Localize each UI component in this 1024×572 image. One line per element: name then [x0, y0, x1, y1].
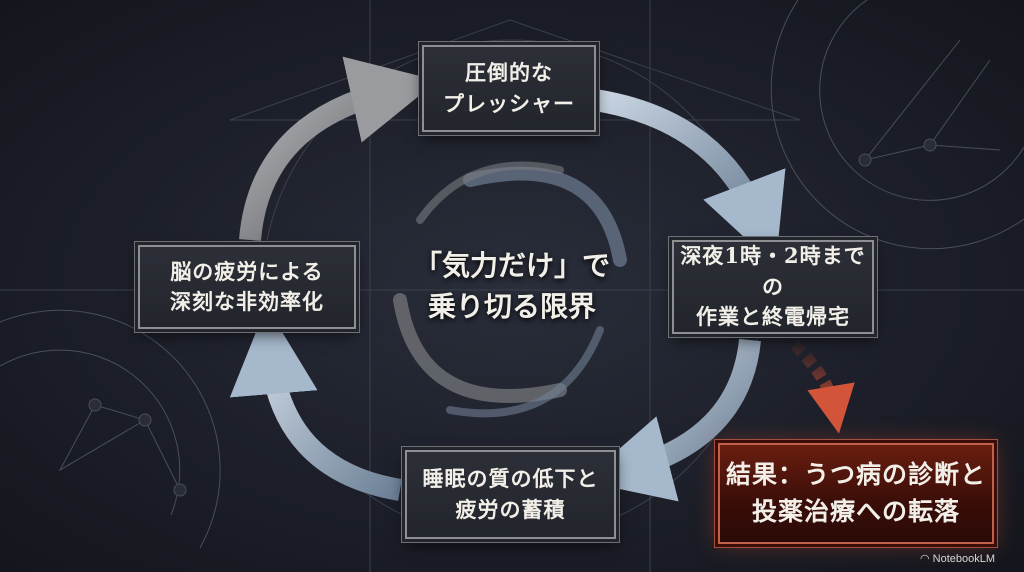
notebooklm-watermark: ◠ NotebookLM	[920, 552, 995, 565]
result-box: 結果：うつ病の診断と投薬治療への転落	[718, 443, 994, 544]
step-line1: 睡眠の質の低下と	[422, 466, 599, 492]
cycle-arrow-left-top	[239, 56, 438, 242]
notebooklm-logo-icon: ◠	[920, 553, 933, 565]
result-line1: 結果：うつ病の診断と	[725, 460, 986, 490]
step-line1: 深夜1時・2時までの	[680, 243, 866, 299]
cycle-step-brain-fatigue: 脳の疲労による深刻な非効率化	[138, 245, 356, 329]
cycle-step-sleep-fatigue: 睡眠の質の低下と疲労の蓄積	[405, 450, 616, 539]
center-title: 「気力だけ」で 乗り切る限界	[392, 246, 632, 327]
result-arrow	[790, 340, 855, 434]
step-line1: 脳の疲労による	[170, 258, 324, 284]
step-line2: 作業と終電帰宅	[696, 304, 850, 330]
step-line2: プレッシャー	[443, 90, 575, 116]
step-line1: 圧倒的な	[465, 60, 553, 86]
swirl	[393, 161, 627, 418]
cycle-arrow-bottom-left	[229, 306, 402, 501]
network-decoration-top-right	[770, 0, 1024, 250]
watermark-text: NotebookLM	[932, 553, 996, 565]
network-decoration-bottom-left	[0, 309, 221, 549]
result-line2: 投薬治療への転落	[751, 496, 960, 526]
cycle-step-late-work: 深夜1時・2時までの作業と終電帰宅	[672, 240, 874, 334]
step-line2: 疲労の蓄積	[455, 496, 566, 522]
cycle-step-pressure: 圧倒的なプレッシャー	[422, 45, 596, 132]
cycle-arrow-top-right	[593, 89, 786, 267]
center-title-line2: 乗り切る限界	[427, 289, 596, 323]
step-line2: 深刻な非効率化	[170, 289, 324, 314]
center-title-line1: 「気力だけ」で	[413, 249, 610, 282]
cycle-arrow-right-bottom	[582, 338, 761, 502]
